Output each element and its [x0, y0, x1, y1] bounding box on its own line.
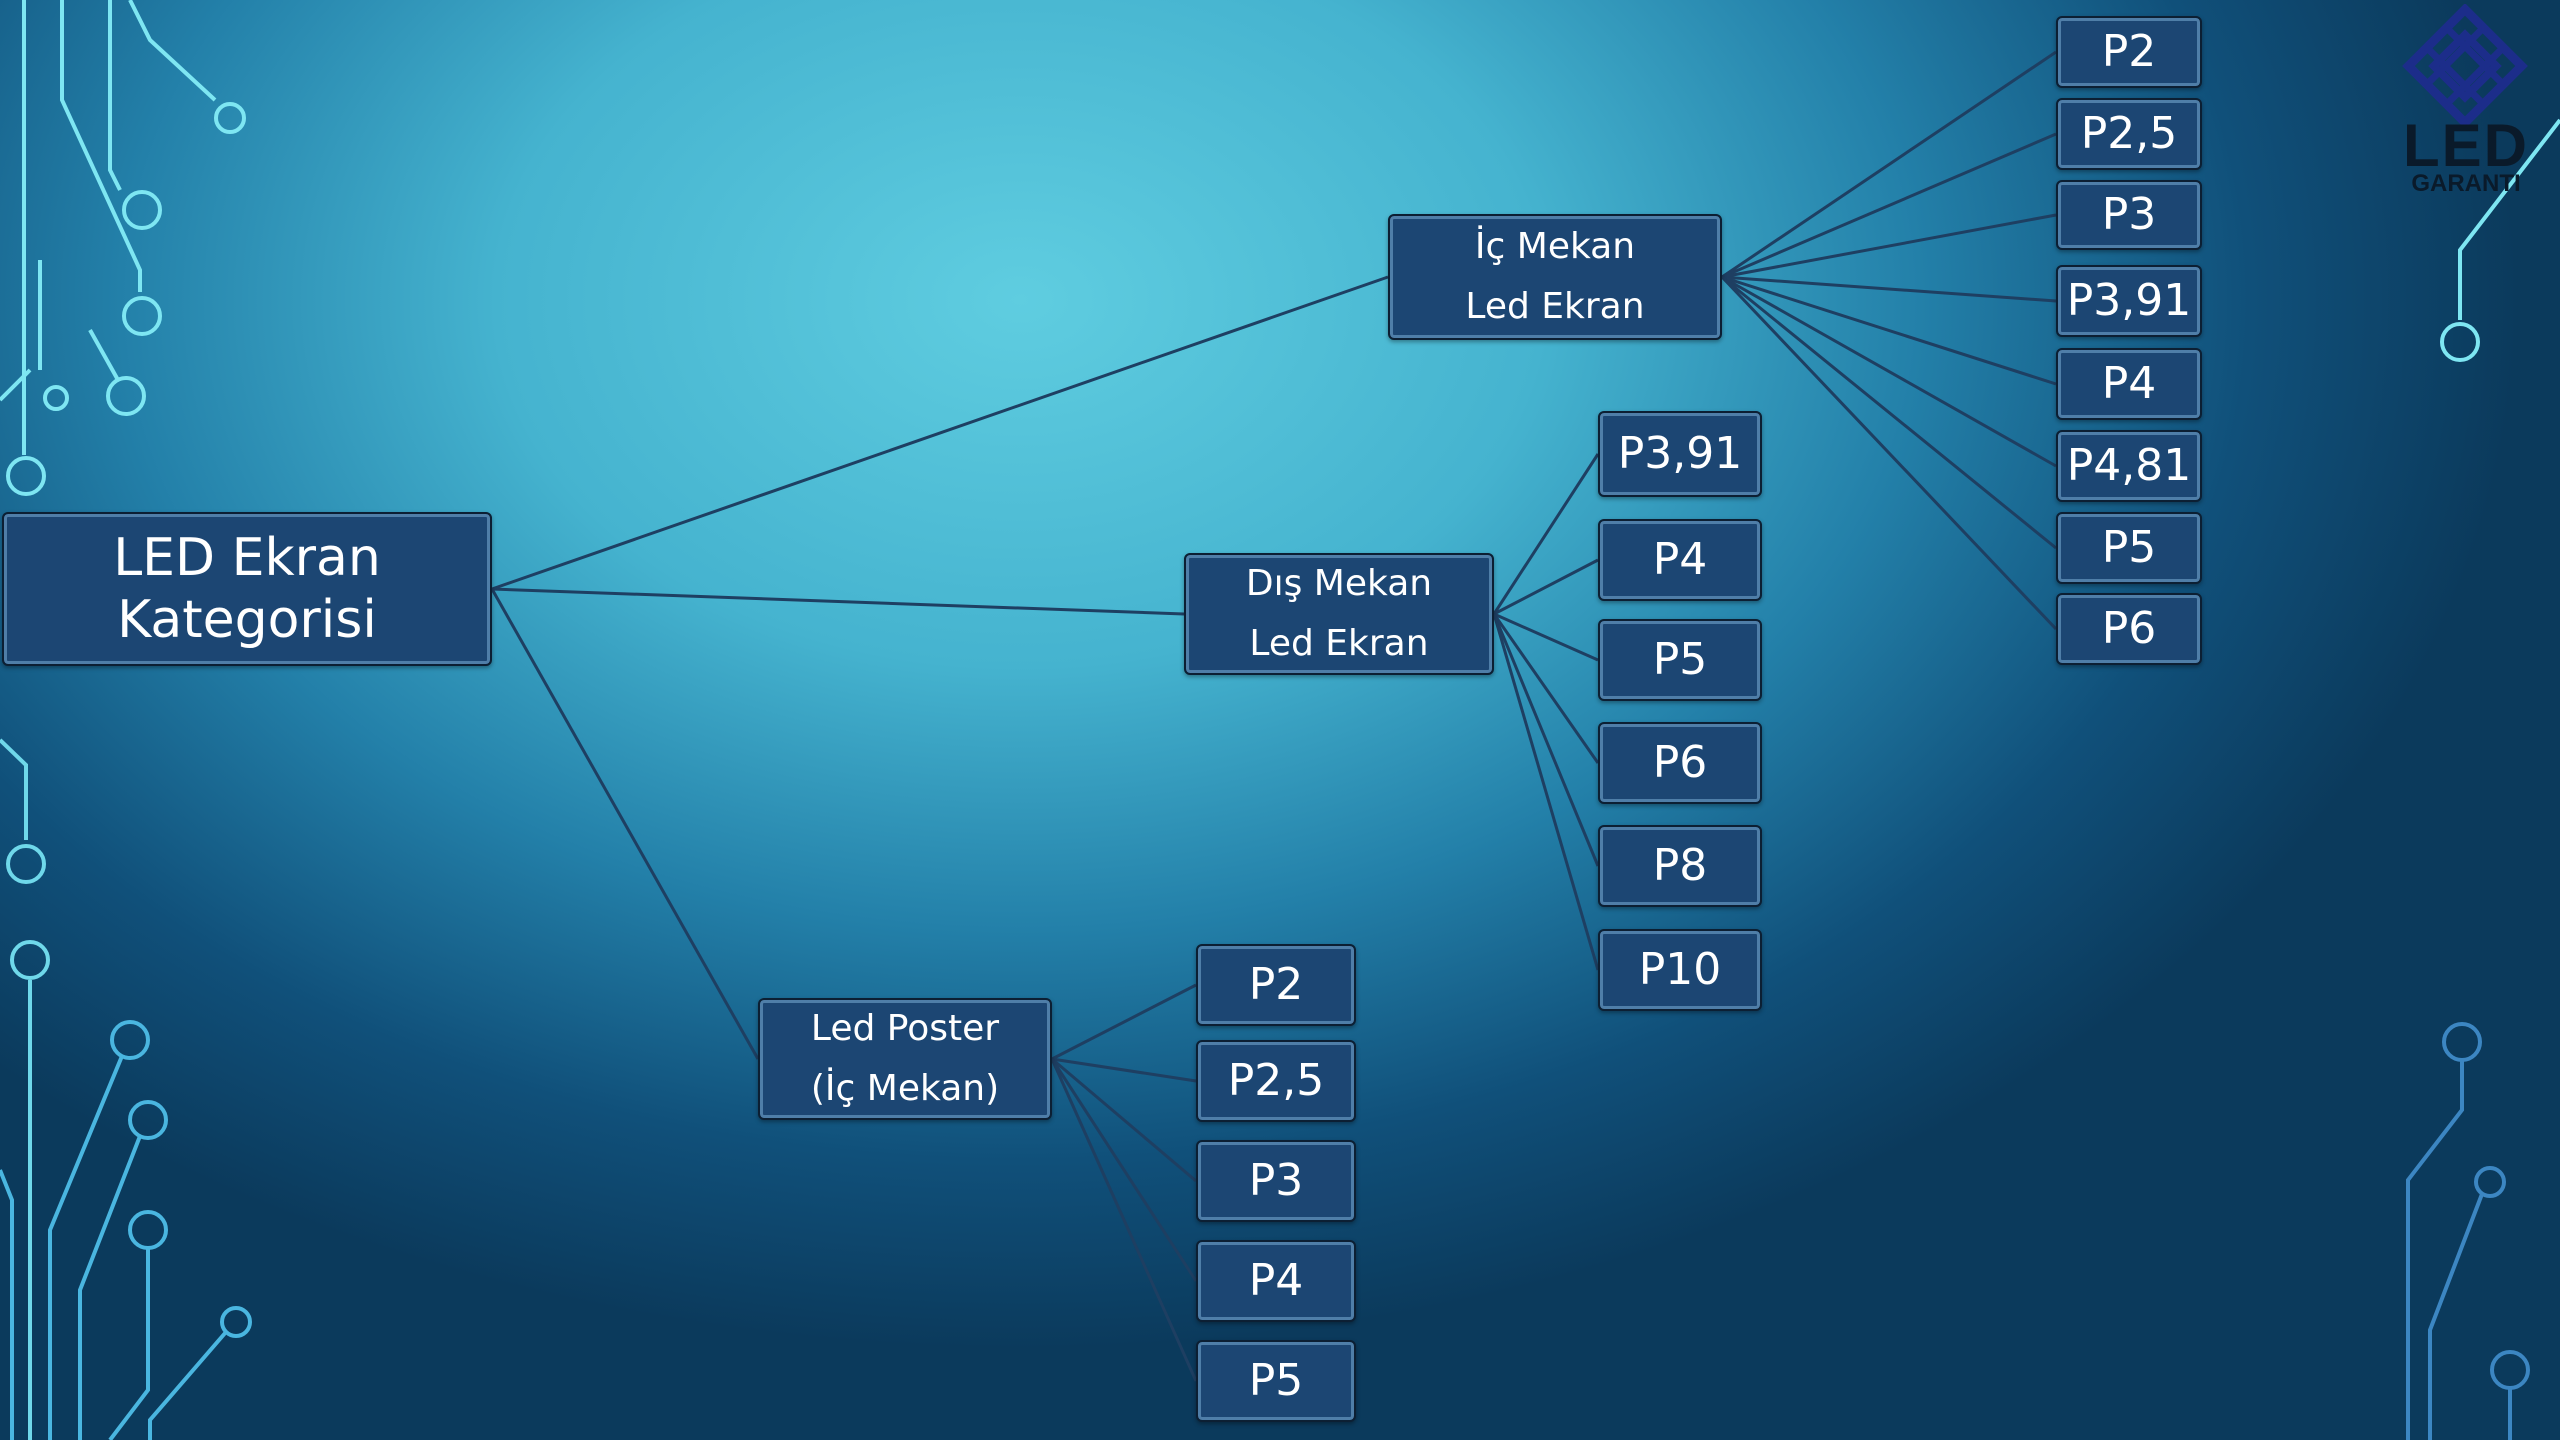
category-to-leaf-line: [1720, 275, 2058, 631]
category-to-leaf-line: [1051, 1057, 1197, 1183]
root-to-category-line: [491, 275, 1389, 591]
led-garanti-logo: [2402, 4, 2528, 129]
connector-lines: [490, 50, 2058, 1382]
leaf-node: P2,5: [2056, 98, 2202, 170]
leaf-node: P2: [1196, 944, 1356, 1026]
category-to-leaf-line: [1721, 275, 2057, 386]
leaf-node: P3,91: [1598, 411, 1762, 497]
root-node: LED Ekran Kategorisi: [2, 512, 492, 666]
root-to-category-line: [490, 588, 760, 1060]
category-to-leaf-line: [1492, 613, 1600, 867]
leaf-node: P4: [1598, 519, 1762, 601]
leaf-node: P10: [1598, 929, 1762, 1011]
category-to-leaf-line: [1492, 613, 1600, 764]
category-to-leaf-line: [1050, 1058, 1198, 1382]
category-node-led-poster: Led Poster (İç Mekan): [758, 998, 1052, 1120]
category-to-leaf-line: [1721, 213, 2057, 279]
leaf-node: P5: [1598, 619, 1762, 701]
leaf-node: P4,81: [2056, 430, 2202, 502]
category-to-leaf-line: [1721, 50, 2057, 279]
category-to-leaf-line: [1493, 612, 1599, 662]
leaf-node: P2: [2056, 16, 2202, 88]
category-to-leaf-line: [1051, 983, 1197, 1061]
category-to-leaf-line: [1721, 132, 2057, 279]
leaf-node: P5: [1196, 1340, 1356, 1422]
leaf-node: P4: [2056, 348, 2202, 420]
root-to-category-line: [491, 587, 1185, 616]
category-to-leaf-line: [1492, 613, 1600, 971]
leaf-node: P6: [1598, 722, 1762, 804]
category-node-ic-mekan: İç Mekan Led Ekran: [1388, 214, 1722, 340]
leaf-node: P3,91: [2056, 265, 2202, 337]
leaf-node: P5: [2056, 512, 2202, 584]
category-to-leaf-line: [1721, 275, 2057, 303]
leaf-node: P6: [2056, 593, 2202, 665]
leaf-node: P2,5: [1196, 1040, 1356, 1122]
category-to-leaf-line: [1493, 558, 1599, 616]
category-to-leaf-line: [1051, 1057, 1197, 1083]
category-to-leaf-line: [1721, 275, 2057, 550]
leaf-node: P3: [2056, 180, 2202, 250]
leaf-node: P3: [1196, 1140, 1356, 1222]
category-to-leaf-line: [1492, 453, 1600, 615]
category-to-leaf-line: [1050, 1058, 1198, 1282]
leaf-node: P4: [1196, 1240, 1356, 1322]
leaf-node: P8: [1598, 825, 1762, 907]
logo-wordmark: LED: [2403, 112, 2529, 179]
category-node-dis-mekan: Dış Mekan Led Ekran: [1184, 553, 1494, 675]
category-to-leaf-line: [1721, 275, 2057, 468]
logo-subtitle: GARANTI: [2411, 170, 2521, 197]
